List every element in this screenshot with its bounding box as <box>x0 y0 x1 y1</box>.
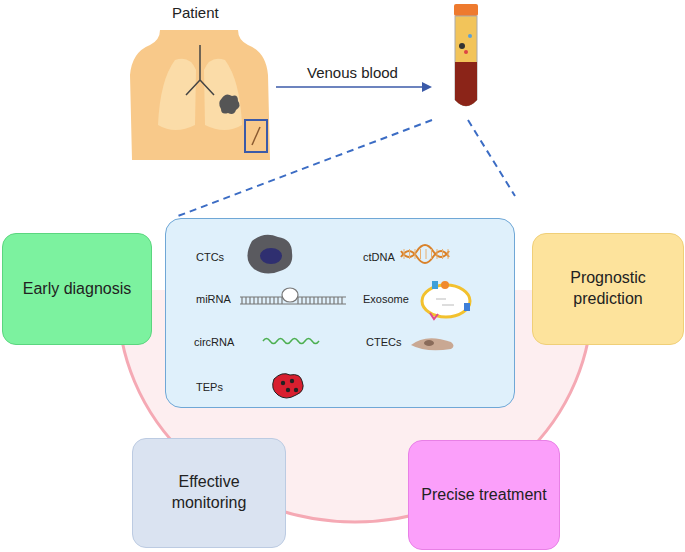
treatment-box: Precise treatment <box>408 440 560 550</box>
box-label: Effective monitoring <box>141 472 277 514</box>
box-label: Prognostic prediction <box>541 268 675 310</box>
biomarker-label: CTCs <box>196 251 224 263</box>
biomarker-label: miRNA <box>196 293 231 305</box>
biomarker-icons <box>166 219 516 409</box>
venous-arrow <box>276 82 432 92</box>
dashed-zoom-lines <box>178 120 515 216</box>
monitoring-box: Effective monitoring <box>132 438 286 548</box>
biomarker-label: Exosome <box>363 293 409 305</box>
box-label: Early diagnosis <box>23 279 132 300</box>
patient-figure <box>130 30 270 160</box>
prognosis-box: Prognostic prediction <box>532 233 684 345</box>
biomarker-label: TEPs <box>196 381 223 393</box>
blood-tube <box>454 4 478 106</box>
box-label: Precise treatment <box>421 485 546 506</box>
biomarker-label: circRNA <box>194 336 234 348</box>
arrow-label: Venous blood <box>307 64 398 81</box>
box-panel: CTCs ctDNA miRNA Exosome circRNA CTECsTEPs <box>165 218 515 408</box>
figure-label: Patient <box>172 4 219 21</box>
biomarker-label: ctDNA <box>363 251 395 263</box>
biomarker-label: CTECs <box>366 336 401 348</box>
diagnosis-box: Early diagnosis <box>2 233 152 345</box>
